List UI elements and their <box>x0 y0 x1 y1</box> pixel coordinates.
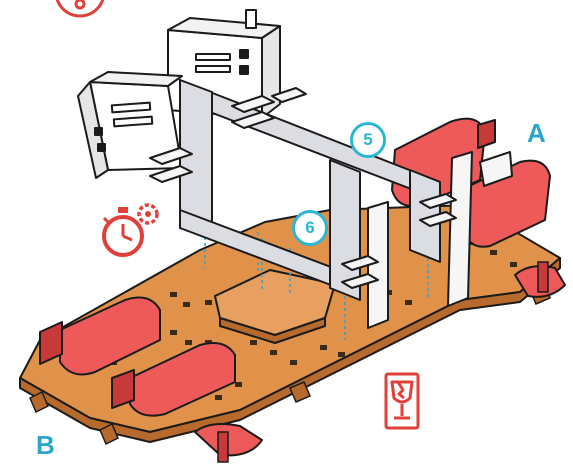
side-label-b: B <box>36 432 55 458</box>
weight-icon <box>56 0 104 16</box>
panel-white-right <box>448 152 472 306</box>
step-5-marker: 5 <box>350 122 386 158</box>
fragile-glass-icon <box>386 374 418 428</box>
stopwatch-gear-icon <box>104 205 157 255</box>
frame-long-beam <box>180 80 440 200</box>
red-bracket-back-right-tab <box>478 120 495 148</box>
axle-pin-left <box>218 432 228 462</box>
axle-pin-right <box>538 262 548 292</box>
side-label-a: A <box>527 120 546 146</box>
step-6-marker: 6 <box>292 210 328 246</box>
